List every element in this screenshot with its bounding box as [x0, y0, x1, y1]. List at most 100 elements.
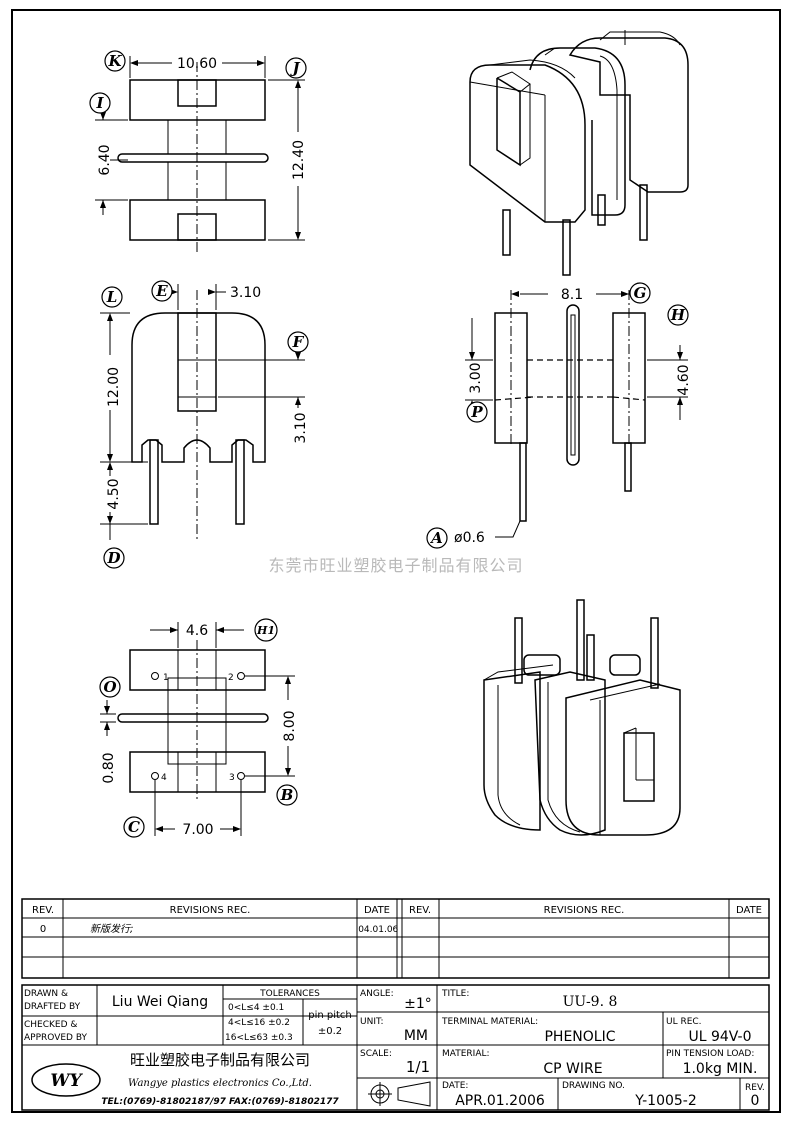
label-bubble-I: I: [89, 92, 111, 114]
dim-bottom-gap: 0.80: [101, 752, 117, 783]
drawn-by-label-1: DRAWN &: [24, 989, 68, 999]
svg-text:J: J: [289, 59, 300, 77]
front-view: 3.10 12.00 4.50 3.10: [100, 284, 309, 540]
drawing-no-label: DRAWING NO.: [562, 1081, 625, 1091]
dim-width-top: 10.60: [177, 56, 217, 72]
rev-row0-number: 0: [40, 924, 46, 935]
label-bubble-G: G: [629, 282, 651, 304]
date-header-1: DATE: [364, 905, 390, 916]
svg-text:C: C: [128, 818, 140, 836]
svg-text:B: B: [280, 786, 294, 804]
title-block: REV. REVISIONS REC. DATE REV. REVISIONS …: [21, 898, 770, 1111]
drawing-no-value: Y-1005-2: [634, 1093, 697, 1109]
svg-text:D: D: [106, 549, 120, 567]
unit-label: UNIT:: [360, 1017, 384, 1027]
material-value: CP WIRE: [543, 1061, 602, 1077]
dim-height-top: 12.40: [291, 140, 307, 180]
dim-side-width: 8.1: [561, 287, 583, 303]
material-label: MATERIAL:: [442, 1049, 490, 1059]
unit-value: MM: [404, 1028, 428, 1044]
label-bubble-D: D: [103, 547, 125, 569]
svg-text:H: H: [670, 306, 686, 324]
pin-number-1: 1: [163, 673, 169, 683]
dim-460: 4.60: [676, 364, 692, 395]
rev-row0-date: '04.01.06: [356, 925, 399, 935]
pin-number-3: 3: [229, 773, 235, 783]
pin-tension-label: PIN TENSION LOAD:: [666, 1049, 754, 1059]
top-view: 10.60 12.40 6.40: [95, 56, 307, 252]
pin-pitch-tolerance: ±0.2: [318, 1026, 342, 1037]
company-contact: TEL:(0769)-81802187/97 FAX:(0769)-818021…: [101, 1097, 339, 1107]
dim-bottom-spacing: 4.6: [186, 623, 208, 639]
title-label: TITLE:: [441, 989, 469, 999]
svg-text:P: P: [470, 403, 483, 421]
label-bubble-P: P: [466, 401, 488, 423]
rev-header-1: REV.: [32, 905, 54, 916]
svg-text:WY: WY: [50, 1071, 83, 1091]
revisions-header-1: REVISIONS REC.: [170, 905, 251, 916]
bottom-view: 1 2 3 4 4.6 8.00 0.80 7.00: [100, 622, 298, 838]
ul-rec-value: UL 94V-0: [688, 1029, 751, 1045]
rev-label: REV.: [745, 1083, 765, 1093]
rev-row0-text: 新版发行;: [90, 923, 133, 935]
label-bubble-A: A: [426, 527, 448, 549]
label-bubble-L: L: [101, 286, 123, 308]
date-label: DATE:: [442, 1081, 468, 1091]
dim-300: 3.00: [468, 362, 484, 393]
svg-text:K: K: [107, 52, 122, 70]
dim-row-spacing: 8.00: [282, 710, 298, 741]
side-view: 8.1 3.00 4.60 ø0.6: [454, 287, 692, 546]
isometric-view-top: [469, 30, 689, 276]
scale-value: 1/1: [406, 1058, 430, 1076]
label-bubble-H: H: [667, 304, 689, 326]
svg-text:G: G: [634, 284, 647, 302]
company-name-cn: 旺业塑胶电子制品有限公司: [130, 1051, 310, 1069]
projection-symbol: [368, 1081, 431, 1107]
label-bubble-F: F: [287, 331, 309, 353]
rev-value: 0: [751, 1093, 760, 1109]
dim-pin-pitch: 7.00: [182, 822, 213, 838]
date-value: APR.01.2006: [455, 1093, 545, 1109]
angle-label: ANGLE:: [360, 989, 394, 999]
watermark-text: 东莞市旺业塑胶电子制品有限公司: [268, 556, 523, 575]
pin-number-4: 4: [161, 773, 167, 783]
terminal-material-label: TERMINAL MATERIAL:: [441, 1017, 538, 1027]
pin-number-2: 2: [228, 673, 234, 683]
tolerance-2: 4<L≤16 ±0.2: [228, 1018, 290, 1028]
dim-slot-height: 3.10: [293, 412, 309, 443]
terminal-material-value: PHENOLIC: [544, 1029, 615, 1045]
checked-label-2: APPROVED BY: [24, 1033, 88, 1043]
rev-header-2: REV.: [409, 905, 431, 916]
ul-rec-label: UL REC.: [666, 1017, 702, 1027]
label-bubble-K: K: [104, 50, 126, 72]
label-bubble-B: B: [276, 784, 298, 806]
checked-label-1: CHECKED &: [24, 1020, 77, 1030]
isometric-view-bottom: [483, 599, 681, 836]
svg-text:E: E: [155, 282, 168, 300]
dim-pin-diameter: ø0.6: [454, 530, 485, 546]
dim-gap-top: 6.40: [97, 144, 113, 175]
pin-tension-value: 1.0kg MIN.: [683, 1061, 758, 1077]
company-logo: WY: [31, 1063, 101, 1097]
date-header-2: DATE: [736, 905, 762, 916]
tolerance-3: 16<L≤63 ±0.3: [225, 1033, 293, 1043]
company-name-en: Wangye plastics electronics Co.,Ltd.: [128, 1078, 312, 1089]
dim-pin-length: 4.50: [106, 478, 122, 509]
svg-text:H1: H1: [256, 624, 275, 637]
drawn-by-name: Liu Wei Qiang: [112, 994, 208, 1010]
svg-text:L: L: [106, 288, 118, 306]
pin-pitch-label: pin pitch: [308, 1010, 352, 1021]
label-bubble-E: E: [151, 280, 173, 302]
tolerances-title: TOLERANCES: [259, 989, 320, 999]
scale-label: SCALE:: [360, 1049, 392, 1059]
sheet-border: [11, 9, 781, 1113]
label-bubble-C: C: [123, 816, 145, 838]
svg-text:A: A: [429, 529, 443, 547]
drawn-by-label-2: DRAFTED BY: [24, 1002, 81, 1012]
label-bubble-O: O: [99, 676, 121, 698]
tolerance-1: 0<L≤4 ±0.1: [228, 1003, 284, 1013]
svg-text:F: F: [292, 333, 305, 351]
angle-value: ±1°: [404, 996, 432, 1012]
title-value: UU-9. 8: [563, 994, 618, 1010]
